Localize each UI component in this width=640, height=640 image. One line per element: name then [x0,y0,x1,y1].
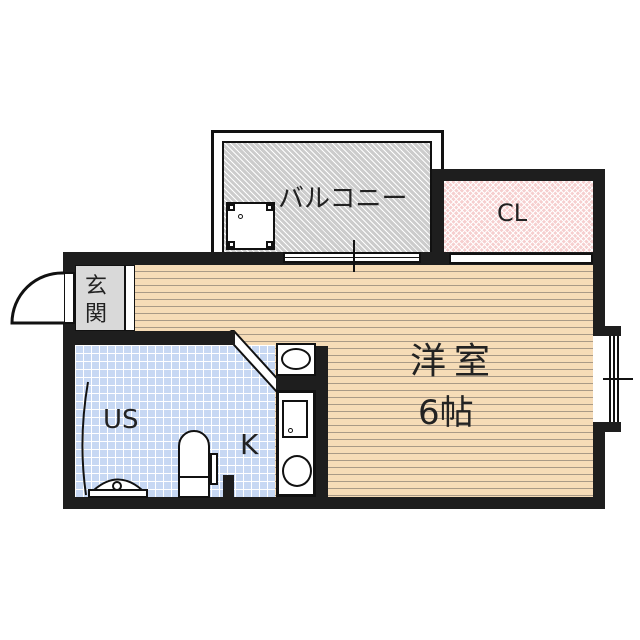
western-room-size: 6帖 [418,393,474,433]
closet-sliding-door[interactable] [449,253,593,264]
stove-burner-icon [282,455,312,487]
bath-kitchen-floor [75,345,275,497]
washbasin-icon [276,343,316,376]
balcony-label: バルコニー [278,184,408,214]
toilet-tank [210,453,218,485]
window-mark [353,240,355,272]
shower-curtain-icon [81,381,89,496]
balcony-floor [222,141,432,255]
corridor-floor [135,265,335,335]
western-room-label: 洋室 [410,341,499,382]
bath-label: US [103,405,139,435]
closet-label: CL [497,199,528,227]
bath-top-wall [75,331,235,345]
ac-outdoor-unit-icon [226,202,275,250]
toilet-icon [178,430,210,498]
entrance-step [125,265,135,331]
kitchen-sink-counter [276,390,316,497]
entrance-label-top: 玄 [85,274,108,299]
shower-drain-icon [88,478,148,498]
washbasin-base-wall [276,376,316,390]
closet-floor [444,181,593,254]
window-mark [603,378,633,380]
entrance-floor [75,265,125,331]
sink-icon [282,400,308,438]
balcony-sliding-window[interactable] [283,252,421,263]
door-swing-icon [10,271,65,325]
kitchen-label: K [240,428,259,461]
kitchen-partition-wall [316,346,328,497]
pipe-stub [223,475,234,497]
entrance-label-bottom: 関 [85,302,108,327]
